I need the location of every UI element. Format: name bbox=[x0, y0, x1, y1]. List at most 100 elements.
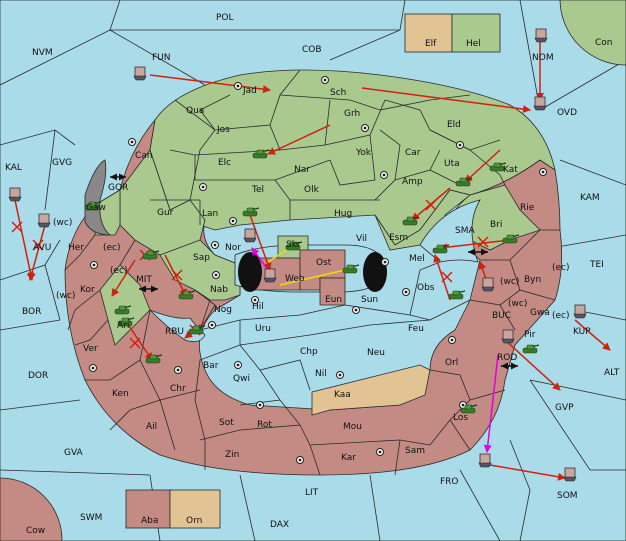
label-cob: COB bbox=[302, 45, 322, 55]
label-sot: Sot bbox=[219, 418, 234, 428]
label-kat: Kat bbox=[503, 165, 518, 175]
label-esm: Esm bbox=[389, 233, 408, 243]
label-gor: GOR bbox=[108, 183, 128, 193]
label-uta: Uta bbox=[444, 159, 460, 169]
label-mou: Mou bbox=[343, 422, 362, 432]
label-jad: Jad bbox=[242, 86, 257, 96]
coast-buc-wc: (wc) bbox=[500, 277, 519, 287]
label-ari: Ari bbox=[117, 321, 129, 331]
coast-gwa-ec: (ec) bbox=[552, 311, 570, 321]
orders-support bbox=[251, 247, 499, 453]
label-pir: Pir bbox=[524, 330, 536, 340]
label-olk: Olk bbox=[304, 185, 320, 195]
orders-move bbox=[14, 40, 611, 481]
label-mit: MIT bbox=[136, 275, 152, 285]
label-bar: Bar bbox=[203, 361, 219, 371]
label-zin: Zin bbox=[225, 450, 239, 460]
label-con: Con bbox=[595, 38, 613, 48]
coast-kor-ec: (ec) bbox=[110, 266, 128, 276]
label-sun: Sun bbox=[361, 295, 378, 305]
label-tei: TEI bbox=[589, 260, 604, 270]
label-uru: Uru bbox=[255, 324, 271, 334]
label-her: Her bbox=[68, 243, 84, 253]
label-nil: Nil bbox=[315, 369, 327, 379]
label-nom: NOM bbox=[532, 53, 554, 63]
label-qua: Qua bbox=[186, 106, 204, 116]
label-som: SOM bbox=[557, 491, 578, 501]
label-hil: Hil bbox=[252, 302, 264, 312]
label-sam: Sam bbox=[405, 446, 425, 456]
label-dax: DAX bbox=[270, 520, 289, 530]
label-gwa: Gwa bbox=[530, 308, 550, 318]
label-jos: Jos bbox=[216, 125, 230, 135]
label-bor: BOR bbox=[22, 307, 41, 317]
label-buc: BUC bbox=[492, 311, 511, 321]
label-eld: Eld bbox=[447, 120, 461, 130]
coast-kor-wc: (wc) bbox=[56, 291, 75, 301]
label-rod: ROD bbox=[497, 353, 517, 363]
coast-avu-wc: (wc) bbox=[53, 218, 72, 228]
internal-borders-red bbox=[64, 229, 560, 476]
label-obs: Obs bbox=[417, 283, 435, 293]
label-chr: Chr bbox=[170, 384, 186, 394]
label-neu: Neu bbox=[367, 348, 385, 358]
label-nor: Nor bbox=[225, 243, 241, 253]
label-orl: Orl bbox=[445, 358, 458, 368]
label-car: Car bbox=[405, 148, 421, 158]
label-nab: Nab bbox=[210, 285, 228, 295]
label-kar: Kar bbox=[341, 453, 356, 463]
label-ver: Ver bbox=[83, 344, 98, 354]
label-ken: Ken bbox=[112, 389, 129, 399]
label-swm: SWM bbox=[80, 513, 102, 523]
label-grh: Grh bbox=[344, 109, 360, 119]
label-vil: Vil bbox=[356, 234, 367, 244]
label-kup: KUP bbox=[573, 327, 591, 337]
label-kor: Kor bbox=[80, 285, 95, 295]
label-alt: ALT bbox=[604, 368, 620, 378]
label-gvp: GVP bbox=[555, 403, 574, 413]
coast-byn-ec: (ec) bbox=[552, 263, 570, 273]
label-web: Web bbox=[285, 274, 305, 284]
label-tel: Tel bbox=[251, 185, 264, 195]
label-bri: Bri bbox=[490, 220, 502, 230]
label-ail: Ail bbox=[146, 422, 157, 432]
label-rbu: RBU bbox=[165, 327, 184, 337]
label-hug: Hug bbox=[334, 209, 352, 219]
label-gva: GVA bbox=[64, 448, 84, 458]
label-sap: Sap bbox=[193, 253, 210, 263]
label-nog: Nog bbox=[214, 305, 232, 315]
label-cow: Cow bbox=[26, 526, 45, 536]
label-fro: FRO bbox=[440, 477, 459, 487]
label-orn: Orn bbox=[186, 516, 202, 526]
label-nar: Nar bbox=[294, 165, 310, 175]
label-hel: Hel bbox=[466, 39, 481, 49]
label-nvm: NVM bbox=[32, 48, 53, 58]
label-kam: KAM bbox=[580, 193, 600, 203]
label-dor: DOR bbox=[28, 371, 48, 381]
label-ost: Ost bbox=[316, 258, 332, 268]
label-can: Can bbox=[135, 151, 153, 161]
label-feu: Feu bbox=[408, 324, 424, 334]
label-amp: Amp bbox=[402, 177, 423, 187]
label-sma: SMA bbox=[455, 226, 475, 236]
failed-orders bbox=[11, 199, 489, 349]
label-yok: Yok bbox=[355, 148, 372, 158]
label-ovd: OVD bbox=[557, 108, 577, 118]
label-lan: Lan bbox=[202, 209, 218, 219]
double-arrow-icon bbox=[110, 173, 518, 370]
internal-borders bbox=[119, 69, 506, 331]
label-avu: AVU bbox=[33, 243, 51, 253]
label-gaw: Gaw bbox=[86, 203, 106, 213]
label-gur: Gur bbox=[157, 208, 174, 218]
coast-her-ec: (ec) bbox=[103, 243, 121, 253]
label-fun: FUN bbox=[152, 53, 171, 63]
label-lit: LIT bbox=[305, 488, 319, 498]
label-skr: Skr bbox=[286, 240, 301, 250]
label-eun: Eun bbox=[325, 295, 342, 305]
label-pol: POL bbox=[216, 13, 234, 23]
label-byn: Byn bbox=[524, 275, 541, 285]
label-chp: Chp bbox=[300, 347, 318, 357]
label-elc: Elc bbox=[218, 158, 231, 168]
label-kaa: Kaa bbox=[334, 390, 351, 400]
